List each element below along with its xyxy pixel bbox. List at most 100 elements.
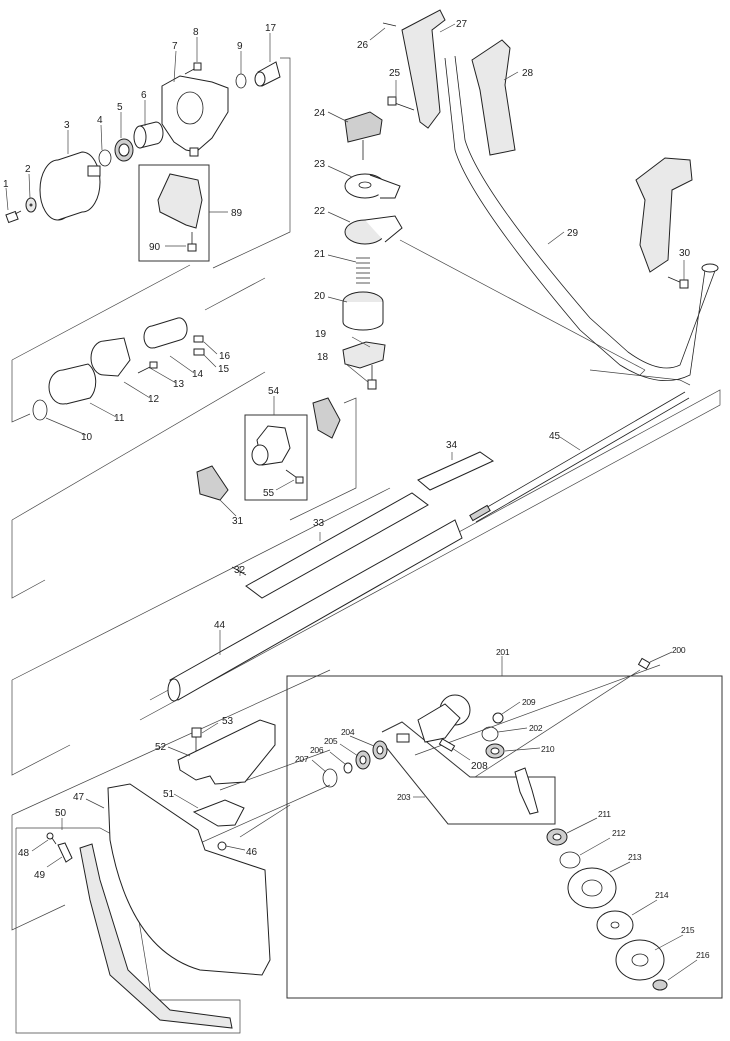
part-207-snap-ring: [322, 768, 338, 788]
part-203-shaft-gear: [396, 733, 539, 815]
part-2-washer: [25, 197, 37, 213]
label-part-49: 49: [34, 870, 46, 881]
part-27-grip-left: [401, 9, 446, 129]
label-part-44: 44: [214, 620, 226, 631]
label-part-33: 33: [313, 518, 325, 529]
label-part-204: 204: [341, 727, 355, 737]
part-23-holder: [344, 173, 401, 199]
label-part-20: 20: [314, 291, 326, 302]
label-part-54: 54: [268, 386, 280, 397]
part-51-plate: [192, 799, 245, 827]
part-9-ring: [235, 73, 247, 89]
label-part-34: 34: [446, 440, 458, 451]
part-49-blade: [57, 842, 73, 863]
leader-200-line2: [414, 664, 661, 756]
part-3-clutch-drum: [39, 151, 101, 221]
label-part-215: 215: [681, 925, 695, 935]
label-part-203: 203: [397, 792, 411, 802]
label-part-207: 207: [295, 754, 309, 764]
part-50-guard-extension: [79, 843, 233, 1029]
label-part-16: 16: [219, 351, 231, 362]
label-part-10: 10: [81, 432, 93, 443]
label-part-4: 4: [97, 115, 103, 126]
part-54-clamp: [251, 425, 291, 466]
part-212-ring: [559, 851, 581, 869]
leader-gear-to-guard: [219, 749, 331, 791]
label-part-17: 17: [265, 23, 277, 34]
outline-handle-bracket: [589, 369, 691, 386]
label-part-208: 208: [471, 761, 488, 772]
label-part-23: 23: [314, 159, 326, 170]
label-part-31: 31: [232, 516, 244, 527]
label-part-47: 47: [73, 792, 85, 803]
part-1-bolt: [5, 210, 22, 224]
outline-guard-left: [11, 815, 66, 931]
label-part-26: 26: [357, 40, 369, 51]
part-22-ratchet: [344, 215, 403, 245]
label-part-45: 45: [549, 431, 561, 442]
part-19-clamp-half: [342, 341, 386, 369]
label-part-206: 206: [310, 745, 324, 755]
part-90-screw: [187, 232, 197, 252]
part-46-nut: [217, 841, 227, 851]
part-25-bolt: [387, 96, 415, 111]
part-55-screw: [285, 469, 304, 484]
label-part-205: 205: [324, 736, 338, 746]
label-part-29: 29: [567, 228, 579, 239]
throttle-handle: [635, 157, 693, 273]
label-part-30: 30: [679, 248, 691, 259]
label-part-1: 1: [3, 179, 9, 190]
label-part-52: 52: [155, 742, 167, 753]
label-part-51: 51: [163, 789, 175, 800]
part-213-holder: [567, 867, 617, 909]
part-44-tube: [167, 519, 463, 702]
part-6-sleeve: [133, 121, 164, 149]
leader-lines: [5, 23, 698, 981]
part-205-bearing: [355, 750, 371, 770]
part-200-bolt: [637, 657, 651, 670]
part-216-nut: [652, 979, 668, 991]
part-210-seal: [485, 743, 505, 759]
label-part-5: 5: [117, 102, 123, 113]
label-part-22: 22: [314, 206, 326, 217]
part-16-screw: [193, 335, 204, 343]
label-part-201: 201: [496, 647, 510, 657]
outline-clutch: [212, 57, 291, 269]
label-part-12: 12: [148, 394, 160, 405]
part-206-washer: [343, 762, 353, 774]
box-201: [286, 675, 723, 999]
label-part-50: 50: [55, 808, 67, 819]
box-54: [244, 414, 308, 501]
label-part-13: 13: [173, 379, 185, 390]
label-part-15: 15: [218, 364, 230, 375]
part-15-screw: [193, 348, 205, 356]
part-208-grease-nipple: [438, 738, 456, 752]
label-part-46: 46: [246, 847, 258, 858]
label-part-28: 28: [522, 68, 534, 79]
label-part-209: 209: [522, 697, 536, 707]
part-32-pin: [231, 566, 247, 576]
outline-grip-right: [289, 397, 357, 521]
outline-tube-left: [11, 680, 71, 776]
part-209-plug: [492, 712, 504, 724]
label-part-9: 9: [237, 41, 243, 52]
part-31-knob: [196, 465, 229, 501]
part-211-bearing: [546, 828, 568, 846]
part-52-bracket: [177, 719, 276, 785]
outline-bar-end: [639, 369, 646, 376]
parts: [5, 9, 719, 1029]
part-10-ring: [32, 399, 48, 421]
label-part-27: 27: [456, 19, 468, 30]
part-12-housing: [90, 337, 131, 377]
box-89: [138, 164, 210, 262]
part-30-bolt: [667, 276, 689, 289]
label-part-202: 202: [529, 723, 543, 733]
part-29-handle-bar: [444, 55, 717, 381]
part-17-sleeve: [254, 61, 281, 87]
part-48-screw: [46, 832, 57, 845]
label-part-90: 90: [149, 242, 161, 253]
part-204-bearing: [372, 740, 388, 760]
label-part-55: 55: [263, 488, 275, 499]
label-part-210: 210: [541, 744, 555, 754]
